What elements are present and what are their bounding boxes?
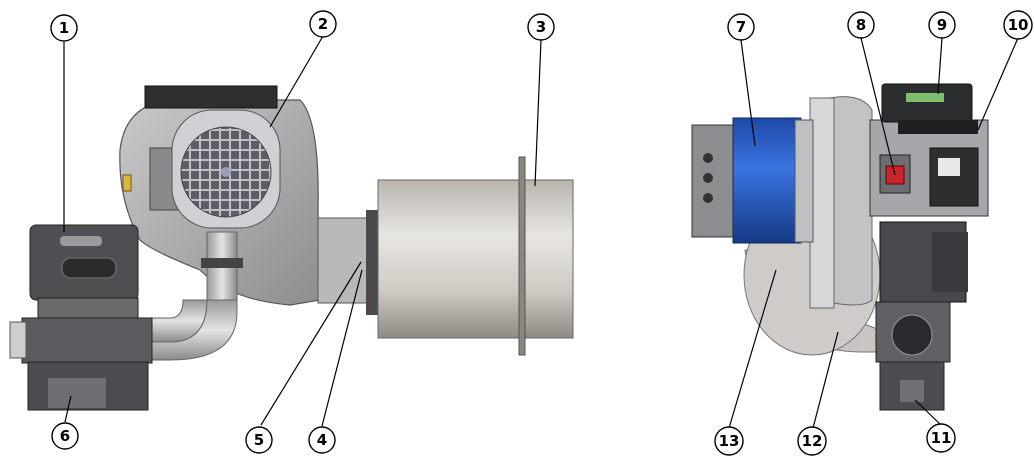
callout-7: 7 — [727, 13, 755, 41]
callout-12: 12 — [797, 426, 827, 456]
callout-4: 4 — [308, 426, 336, 454]
callout-label-4: 4 — [317, 431, 327, 449]
callout-label-3: 3 — [536, 18, 546, 36]
pipe-flange — [201, 258, 243, 268]
gas-valve-display — [60, 236, 102, 246]
callout-11: 11 — [926, 423, 956, 453]
callout-label-5: 5 — [254, 431, 264, 449]
callout-3: 3 — [527, 13, 555, 41]
callout-8: 8 — [847, 11, 875, 39]
callout-label-7: 7 — [736, 18, 746, 36]
gas-valve-body — [37, 297, 139, 321]
blue-motor — [732, 117, 802, 244]
yellow-terminal — [122, 174, 132, 192]
callout-label-1: 1 — [59, 19, 69, 37]
gas-valve-block — [21, 317, 153, 364]
callout-10: 10 — [1003, 10, 1033, 40]
callout-label-2: 2 — [318, 15, 328, 33]
callout-label-6: 6 — [60, 427, 70, 445]
callout-1: 1 — [50, 14, 78, 42]
callout-13: 13 — [714, 426, 744, 456]
mounting-flange — [518, 156, 526, 356]
callout-leaders — [63, 35, 1019, 429]
fan-hub — [221, 167, 231, 177]
side-view — [9, 85, 574, 411]
neck-flange — [366, 210, 378, 315]
callout-label-13: 13 — [719, 432, 740, 450]
motor-end-cap — [691, 124, 735, 238]
callout-9: 9 — [928, 11, 956, 39]
callout-label-11: 11 — [931, 429, 952, 447]
callout-6: 6 — [51, 422, 79, 450]
combustion-tube — [377, 179, 574, 339]
callout-label-10: 10 — [1008, 16, 1029, 34]
callout-label-8: 8 — [856, 16, 866, 34]
top-control-box — [144, 85, 278, 109]
front-view — [691, 83, 989, 411]
callout-label-12: 12 — [802, 432, 823, 450]
display-unit — [881, 83, 973, 123]
callout-label-9: 9 — [937, 16, 947, 34]
controller-box — [929, 147, 979, 207]
display-screen — [906, 93, 944, 102]
callout-2: 2 — [309, 10, 337, 38]
callout-5: 5 — [245, 426, 273, 454]
gas-pipe-vertical — [206, 231, 238, 313]
